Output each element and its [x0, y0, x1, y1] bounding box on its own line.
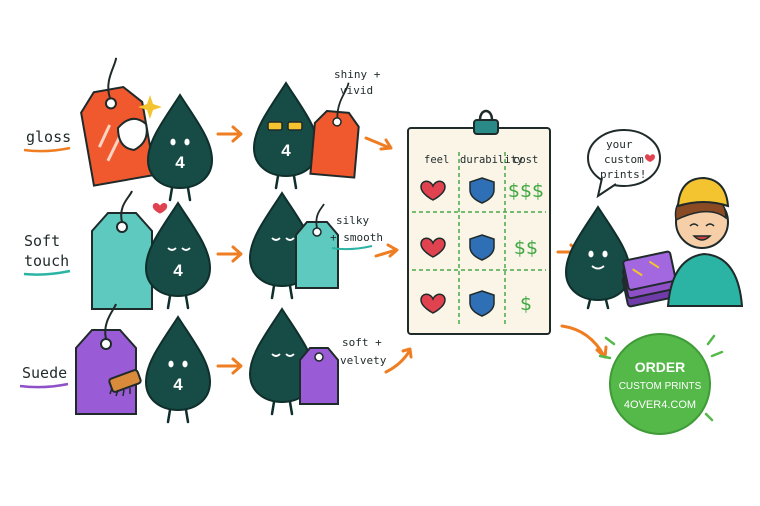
sunglasses-icon [267, 121, 283, 131]
svg-text:4: 4 [175, 153, 185, 172]
speech-bubble: your custom prints! [587, 129, 661, 199]
mascot-delivering [564, 205, 632, 310]
arrow-soft-1 [216, 245, 243, 263]
comparison-board: feel durability cost $$$$$$ [407, 109, 551, 335]
beanie-hat [676, 176, 730, 208]
svg-text:gloss: gloss [26, 128, 71, 146]
svg-text:custom: custom [604, 153, 644, 166]
svg-text:4: 4 [173, 375, 183, 394]
row-label-gloss: gloss [23, 128, 71, 153]
arrow-gloss-to-chart [364, 136, 393, 151]
cost-value: $ [520, 293, 532, 315]
svg-text:touch: touch [24, 252, 69, 270]
customer-person [666, 176, 744, 307]
brush-icon [108, 369, 142, 397]
soft-touch-tag-small [295, 203, 339, 289]
arrow-soft-to-chart [374, 243, 399, 258]
svg-text:Suede: Suede [22, 364, 67, 382]
svg-text:velvety: velvety [340, 354, 387, 367]
mascot-soft-touch-hug: 4 [144, 201, 212, 310]
row-label-soft-touch: Soft touch [23, 232, 71, 276]
heart-icon [420, 237, 446, 258]
svg-text:prints!: prints! [600, 168, 646, 181]
note-silky-smooth: silky + smooth [330, 214, 383, 251]
row-label-suede: Suede [19, 364, 69, 389]
arrow-suede-1 [216, 357, 243, 375]
board-content: $$$$$$ [420, 177, 544, 317]
gloss-tag-small [309, 82, 360, 179]
shield-icon [469, 290, 495, 317]
header-durability: durability [460, 154, 523, 166]
shield-icon [469, 234, 495, 261]
svg-text:+ smooth: + smooth [330, 231, 383, 244]
cta-line-3: 4OVER4.COM [624, 399, 696, 411]
svg-text:4: 4 [173, 261, 183, 280]
mascot-gloss-cleaning: 4 [146, 93, 214, 202]
cta-line-1: ORDER [635, 359, 686, 375]
gloss-underline [23, 146, 71, 153]
svg-text:your: your [606, 138, 633, 151]
svg-text:vivid: vivid [340, 84, 373, 97]
mascot-suede-brushing: 4 [144, 315, 212, 424]
gloss-tag [80, 57, 157, 187]
heart-icon [645, 154, 655, 162]
svg-text:soft +: soft + [342, 336, 382, 349]
note-shiny-vivid: shiny + vivid [334, 68, 381, 97]
shield-icon [469, 177, 495, 204]
arrow-gloss-1 [216, 125, 243, 143]
cloth-icon [116, 117, 148, 152]
soft-touch-tag [91, 190, 153, 310]
heart-icon [420, 180, 446, 201]
heart-icon [420, 293, 446, 314]
sparkle-lines [598, 334, 724, 422]
order-cta-button[interactable]: ORDER CUSTOM PRINTS 4OVER4.COM [609, 333, 711, 435]
cta-line-2: CUSTOM PRINTS [619, 381, 702, 392]
svg-text:silky: silky [336, 214, 369, 227]
mascot-gloss-sunglasses: 4 [252, 81, 320, 190]
note-soft-velvety: soft + velvety [340, 336, 387, 367]
card-stack [621, 250, 677, 308]
suede-tag [75, 303, 137, 415]
sparkle-icon [138, 95, 162, 119]
cost-value: $$$ [508, 180, 544, 202]
arrow-suede-to-chart [384, 347, 413, 374]
suede-underline [19, 382, 69, 389]
clip-icon [473, 109, 499, 135]
svg-text:4: 4 [281, 141, 291, 160]
cost-value: $$ [514, 237, 538, 259]
header-feel: feel [424, 154, 449, 166]
header-cost: cost [513, 154, 538, 166]
arrow-to-cta [560, 324, 608, 359]
svg-text:Soft: Soft [24, 232, 60, 250]
suede-tag-small [299, 347, 339, 405]
heart-icon [152, 202, 168, 214]
soft-touch-underline [23, 269, 71, 276]
svg-text:shiny +: shiny + [334, 68, 381, 81]
